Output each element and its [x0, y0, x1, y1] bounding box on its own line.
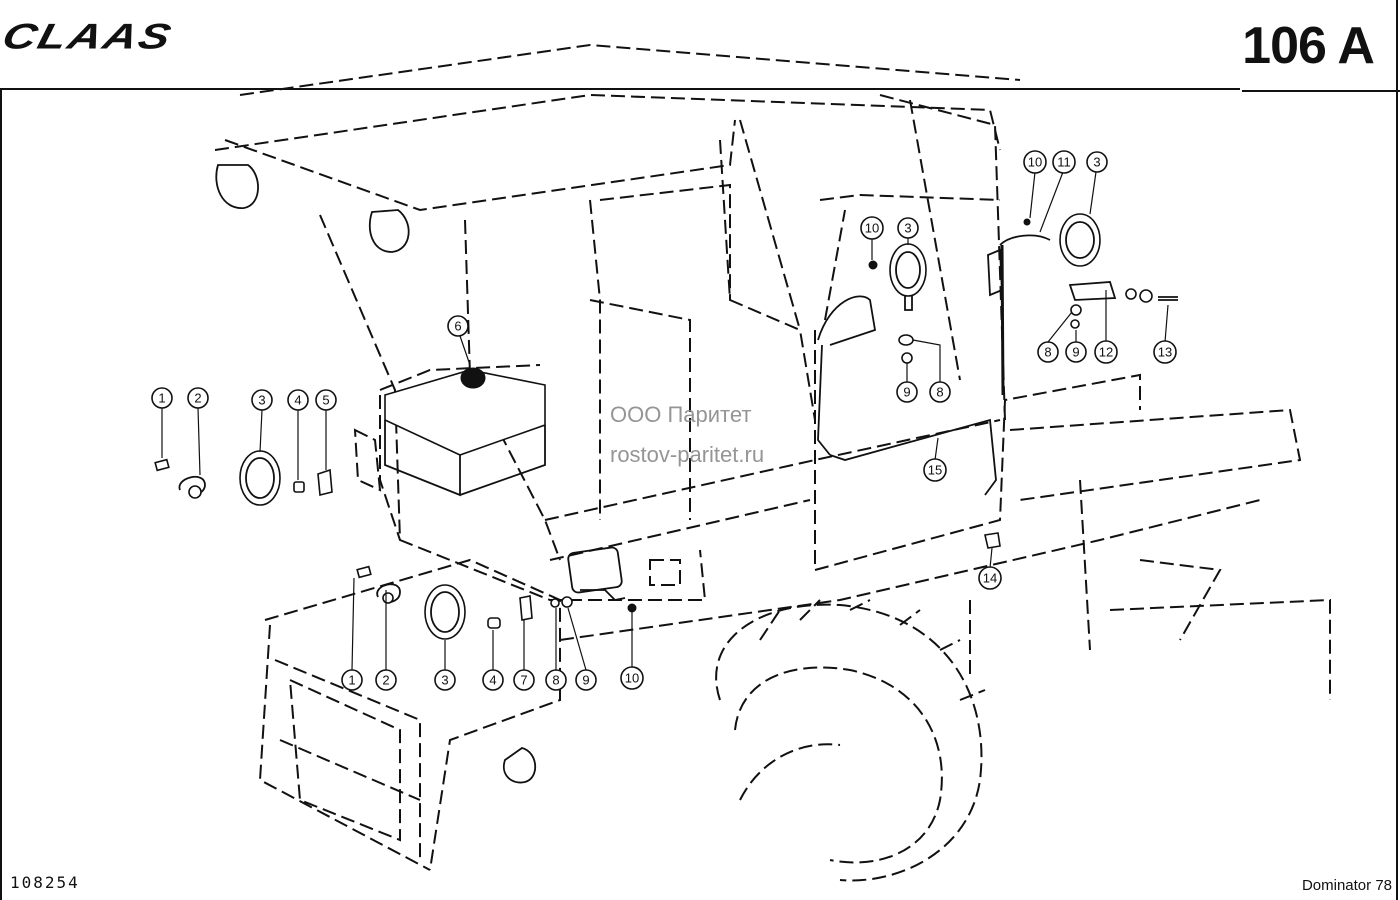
callout-mid-10[interactable]: 10 [860, 216, 884, 240]
callout-front-8[interactable]: 8 [545, 669, 567, 691]
callout-left-4[interactable]: 4 [287, 389, 309, 411]
svg-text:8: 8 [552, 673, 559, 688]
cab-outline [214, 43, 1141, 601]
svg-text:10: 10 [865, 221, 879, 236]
callout-mid-3[interactable]: 3 [897, 217, 919, 239]
callout-right-9[interactable]: 9 [1065, 341, 1087, 363]
drawing-number: 108254 [10, 873, 80, 892]
callout-right-13[interactable]: 13 [1153, 340, 1177, 364]
callout-6[interactable]: 6 [447, 315, 469, 337]
callout-front-4[interactable]: 4 [482, 669, 504, 691]
callout-left-2[interactable]: 2 [187, 387, 209, 409]
callout-15[interactable]: 15 [923, 458, 947, 482]
header-rule-right [1242, 90, 1400, 92]
callout-right-8[interactable]: 8 [1037, 341, 1059, 363]
leader-lines [161, 171, 1169, 671]
svg-text:3: 3 [1093, 155, 1100, 170]
callout-right-11[interactable]: 11 [1052, 150, 1076, 174]
svg-text:9: 9 [1072, 345, 1079, 360]
callout-mid-8[interactable]: 8 [929, 381, 951, 403]
svg-text:10: 10 [625, 671, 639, 686]
svg-text:13: 13 [1158, 345, 1172, 360]
watermark-company: ООО Паритет [610, 402, 752, 427]
svg-text:1: 1 [158, 391, 165, 406]
svg-text:11: 11 [1057, 155, 1071, 170]
callout-mid-9[interactable]: 9 [896, 381, 918, 403]
mid-lamp-assembly [817, 243, 927, 364]
callout-right-3[interactable]: 3 [1086, 151, 1108, 173]
svg-text:9: 9 [903, 385, 910, 400]
svg-text:15: 15 [928, 463, 942, 478]
svg-text:1: 1 [348, 673, 355, 688]
callout-right-12[interactable]: 12 [1094, 340, 1118, 364]
svg-text:8: 8 [1044, 345, 1051, 360]
svg-text:4: 4 [294, 393, 301, 408]
svg-text:2: 2 [194, 391, 201, 406]
callout-left-1[interactable]: 1 [151, 387, 173, 409]
svg-text:9: 9 [582, 673, 589, 688]
svg-text:3: 3 [441, 673, 448, 688]
left-lamp-assembly [154, 428, 382, 506]
frame-left [0, 88, 2, 900]
frame-right [1396, 0, 1398, 900]
watermark-url: rostov-paritet.ru [610, 442, 765, 467]
callout-front-10[interactable]: 10 [620, 666, 644, 690]
callout-right-10[interactable]: 10 [1023, 150, 1047, 174]
svg-text:12: 12 [1099, 345, 1113, 360]
battery-box [384, 367, 546, 497]
callout-left-3[interactable]: 3 [251, 389, 273, 411]
svg-text:4: 4 [489, 673, 496, 688]
svg-text:14: 14 [983, 571, 997, 586]
wiring-harness [817, 344, 1001, 549]
svg-text:3: 3 [258, 393, 265, 408]
callout-14[interactable]: 14 [978, 566, 1002, 590]
page-number: 106 A [1242, 17, 1375, 75]
front-wheel [715, 599, 986, 882]
callout-front-3[interactable]: 3 [434, 669, 456, 691]
callout-front-2[interactable]: 2 [375, 669, 397, 691]
svg-text:2: 2 [382, 673, 389, 688]
model-name: Dominator 78 [1301, 877, 1392, 894]
svg-text:7: 7 [520, 673, 527, 688]
svg-text:6: 6 [454, 319, 461, 334]
front-lamp-assembly [356, 546, 681, 640]
callout-front-9[interactable]: 9 [575, 669, 597, 691]
callout-front-1[interactable]: 1 [341, 669, 363, 691]
header-rule [0, 88, 1240, 90]
machine-body [258, 408, 1331, 871]
callout-left-5[interactable]: 5 [315, 389, 337, 411]
svg-text:10: 10 [1028, 155, 1042, 170]
svg-text:8: 8 [936, 385, 943, 400]
right-lamp-assembly [987, 213, 1178, 396]
svg-text:5: 5 [322, 393, 329, 408]
callout-front-7[interactable]: 7 [513, 669, 535, 691]
svg-text:3: 3 [904, 221, 911, 236]
